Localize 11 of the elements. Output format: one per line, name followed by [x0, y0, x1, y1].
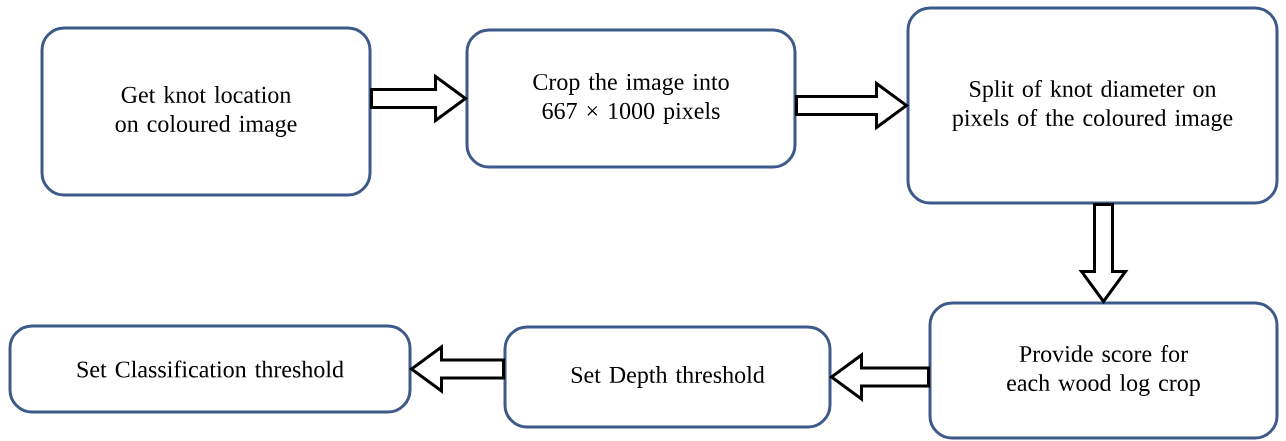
process-box: Crop the image into 667 × 1000 pixels	[465, 28, 797, 169]
process-box: Split of knot diameter on pixels of the coloured image	[906, 6, 1279, 205]
block-arrow	[370, 73, 469, 124]
block-arrow	[828, 352, 930, 402]
process-box: Get knot location on coloured image	[40, 26, 372, 197]
process-box: Set Depth threshold	[503, 325, 832, 429]
block-arrow	[795, 80, 910, 131]
process-box: Set Classification threshold	[8, 324, 412, 414]
block-arrow	[1078, 203, 1129, 305]
process-box: Provide score for each wood log crop	[928, 301, 1279, 440]
block-arrow	[408, 344, 505, 394]
